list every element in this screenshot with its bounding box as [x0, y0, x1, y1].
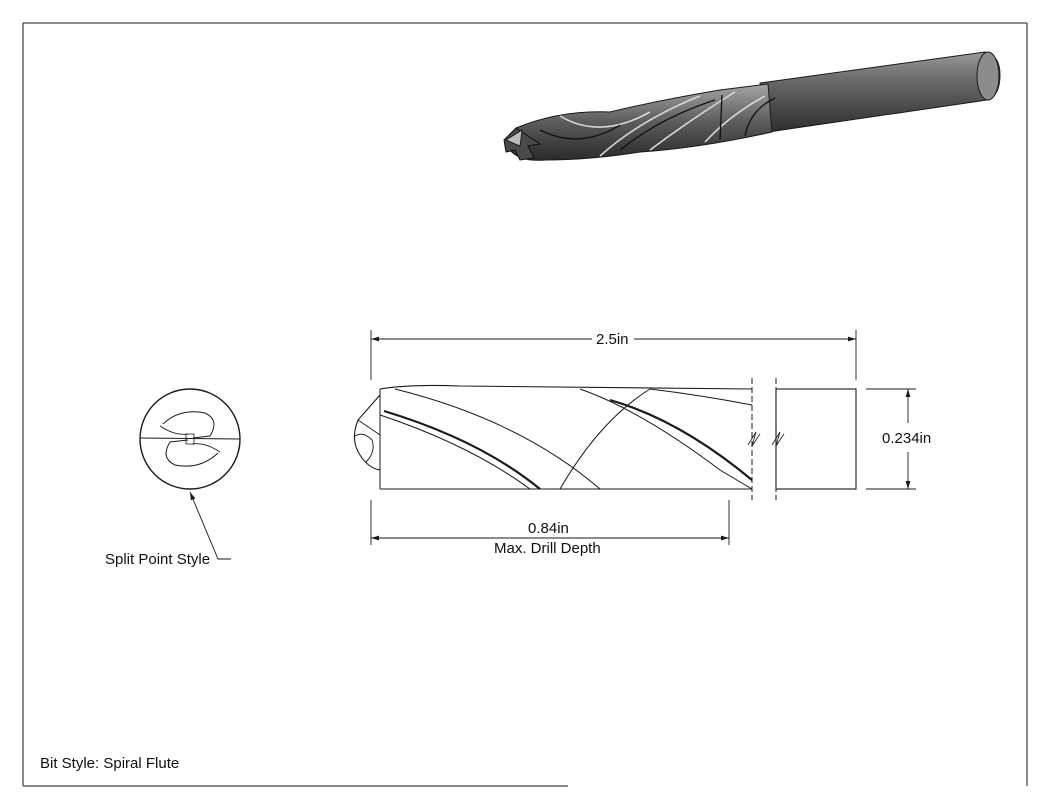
- end-view-split-line-upper: [159, 425, 189, 435]
- drill-side-flute-6: [649, 388, 753, 406]
- drill-isometric-view: [503, 51, 1001, 161]
- dimension-overall-length: [370, 330, 857, 380]
- drill-side-flute-5: [609, 398, 753, 481]
- end-view-web: [185, 433, 195, 445]
- dimension-diameter: [866, 388, 916, 490]
- sheet-border: [22, 22, 1028, 787]
- dimension-drill-depth: [370, 500, 730, 545]
- drill-side-tip-facet: [357, 419, 381, 465]
- drill-side-view: [353, 378, 857, 500]
- overall-length-label: 2.5in: [596, 331, 629, 348]
- drill-side-tip-relief: [353, 433, 374, 463]
- drill-flute-edges: [539, 94, 776, 151]
- drill-side-flute-3: [394, 388, 601, 490]
- drill-shank-shading: [759, 51, 1001, 133]
- drill-side-flute-1: [379, 414, 531, 490]
- drill-break-symbol-left: [747, 431, 761, 447]
- end-view-cutting-lip-upper: [162, 411, 215, 439]
- drill-side-flute-4: [579, 388, 753, 490]
- drill-side-flute-2: [383, 409, 541, 490]
- split-point-callout: Split Point Style: [105, 551, 210, 568]
- drill-depth-value: 0.84in: [528, 520, 569, 537]
- drill-shank-end: [976, 51, 1000, 101]
- bit-style-label: Bit Style: Spiral Flute: [40, 755, 179, 772]
- end-view: [139, 388, 241, 490]
- diameter-label: 0.234in: [882, 430, 931, 447]
- drill-side-shank: [775, 388, 857, 490]
- drill-side-tip: [353, 394, 381, 471]
- drill-side-flute-7: [559, 388, 651, 490]
- drill-break-symbol-right: [771, 431, 785, 447]
- drill-depth-caption: Max. Drill Depth: [494, 540, 601, 557]
- end-view-cutting-lip-lower: [165, 439, 219, 467]
- drill-side-outline-top: [379, 384, 753, 390]
- end-view-centerline: [139, 437, 241, 440]
- split-point-leader: [189, 491, 231, 560]
- drill-flute-lines: [559, 91, 766, 157]
- drill-flute-body: [509, 83, 773, 161]
- end-view-split-line-lower: [191, 443, 221, 453]
- drill-tip-facet: [505, 129, 523, 147]
